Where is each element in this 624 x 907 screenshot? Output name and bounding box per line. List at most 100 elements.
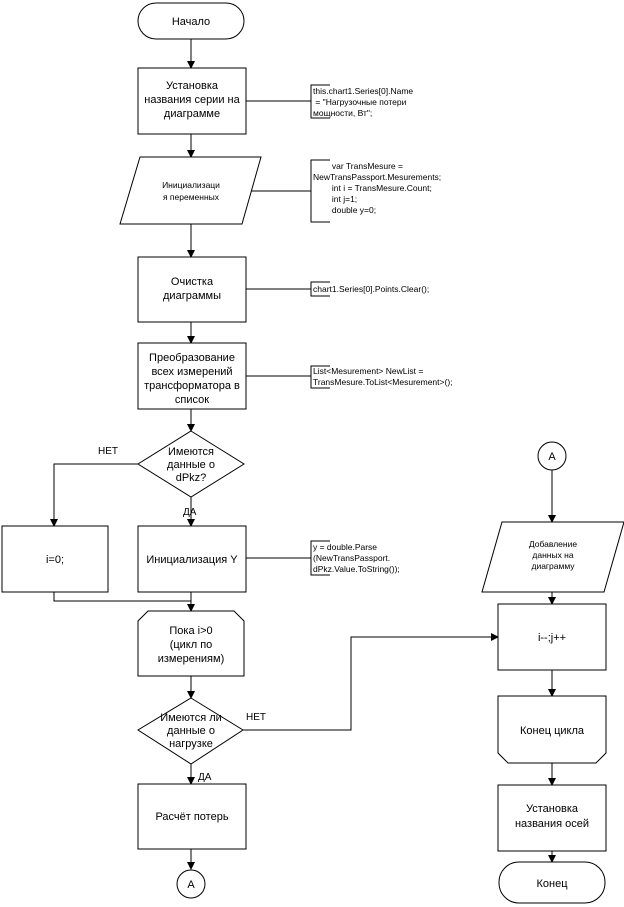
decrement-label: i--;j++ bbox=[538, 632, 566, 644]
set-series-name-label: Установка названия серии на диаграмме bbox=[144, 80, 240, 120]
note-vars: var TransMesure =NewTransPassport.Mesure… bbox=[313, 161, 441, 215]
label-no-load: НЕТ bbox=[246, 712, 266, 723]
init-vars-io bbox=[119, 156, 262, 225]
connector-a-top bbox=[537, 441, 567, 471]
note-bracket bbox=[310, 159, 330, 223]
set-axis-names-process bbox=[497, 784, 607, 852]
text-line: я переменных bbox=[163, 192, 220, 202]
note-list: List<Mesurement> NewList =TransMesure.To… bbox=[313, 366, 453, 387]
text-line: Имеются ли bbox=[160, 712, 222, 724]
text-line: TransMesure.ToList<Mesurement>(); bbox=[313, 377, 453, 387]
i-zero-process bbox=[1, 525, 109, 593]
convert-list-label: Преобразование всех измерений трансформато… bbox=[144, 352, 240, 406]
text-line: NewTransPassport.Mesurements; bbox=[313, 172, 441, 182]
text-line: i--;j++ bbox=[538, 632, 566, 644]
start-label: Начало bbox=[172, 16, 210, 28]
text-line: (NewTransPassport. bbox=[313, 553, 390, 563]
text-line: i=0; bbox=[46, 554, 64, 566]
text-line: dPkz.Value.ToString()); bbox=[313, 564, 400, 574]
note-bracket bbox=[310, 365, 330, 389]
text-line: (цикл по bbox=[170, 639, 213, 651]
text-line: Инициализаци bbox=[162, 180, 220, 190]
text-line: Установка bbox=[166, 80, 219, 92]
text-line: dPkz? bbox=[176, 472, 207, 484]
text-line: названия осей bbox=[515, 818, 589, 830]
text-line: диаграмме bbox=[164, 108, 220, 120]
decrement-process bbox=[497, 603, 607, 671]
text-line: Начало bbox=[172, 16, 210, 28]
text-line: Пока i>0 bbox=[169, 625, 212, 637]
connector-a-top-label: A bbox=[548, 451, 556, 463]
text-line: данные о bbox=[167, 459, 215, 471]
init-y-process bbox=[137, 525, 247, 593]
note-bracket bbox=[310, 281, 330, 297]
text-line: диаграмму bbox=[531, 561, 575, 571]
text-line: Имеются bbox=[168, 446, 214, 458]
text-line: double y=0; bbox=[313, 205, 376, 215]
flow-line-no-dpkz bbox=[50, 463, 138, 527]
has-dpkz-decision bbox=[137, 430, 245, 498]
text-line: Установка bbox=[526, 803, 579, 815]
text-line: Конец bbox=[536, 878, 568, 890]
text-line: трансформатора в bbox=[144, 380, 240, 392]
loop-end-label: Конец цикла bbox=[520, 725, 585, 737]
connector-a-bottom bbox=[176, 869, 206, 899]
text-line: список bbox=[175, 394, 209, 406]
label-yes-load: ДА bbox=[198, 772, 212, 783]
label-yes-dpkz: ДА bbox=[183, 507, 197, 518]
clear-chart-process bbox=[137, 256, 247, 323]
loop-end-shape bbox=[497, 695, 607, 764]
text-line: int i = TransMesure.Count; bbox=[313, 183, 432, 193]
add-data-io bbox=[481, 521, 624, 593]
init-vars-label: Инициализаци я переменных bbox=[162, 180, 220, 202]
text-line: данных на bbox=[532, 550, 573, 560]
label-no-dpkz: НЕТ bbox=[98, 446, 118, 457]
note-series-name: this.chart1.Series[0].Name = "Нагрузочны… bbox=[313, 86, 413, 118]
text-line: Преобразование bbox=[149, 352, 235, 364]
text-line: var TransMesure = bbox=[313, 161, 403, 171]
text-line: мощности, Вт"; bbox=[313, 108, 372, 118]
loop-start-shape bbox=[137, 610, 245, 677]
flow-line-no-load bbox=[243, 633, 499, 731]
calc-losses-label: Расчёт потерь bbox=[155, 811, 228, 823]
calc-losses-process bbox=[137, 783, 247, 850]
set-axis-names-label: Установка названия осей bbox=[515, 803, 589, 830]
connector-a-bottom-label: A bbox=[187, 879, 195, 891]
note-bracket bbox=[310, 84, 330, 119]
text-line: chart1.Series[0].Points.Clear(); bbox=[313, 284, 429, 294]
text-line: Расчёт потерь bbox=[155, 811, 228, 823]
text-line: A bbox=[187, 879, 195, 891]
text-line: всех измерений bbox=[151, 366, 232, 378]
set-series-name-process bbox=[137, 67, 247, 135]
text-line: измерениям) bbox=[158, 653, 225, 665]
text-line: List<Mesurement> NewList = bbox=[313, 366, 423, 376]
text-line: this.chart1.Series[0].Name bbox=[313, 86, 413, 96]
end-label: Конец bbox=[536, 878, 568, 890]
loop-start-label: Пока i>0 (цикл по измерениям) bbox=[158, 625, 225, 665]
note-y-parse: y = double.Parse(NewTransPassport.dPkz.V… bbox=[313, 542, 400, 574]
text-line: диаграммы bbox=[163, 290, 221, 302]
text-line: названия серии на bbox=[144, 94, 240, 106]
note-bracket bbox=[310, 540, 330, 576]
i-zero-label: i=0; bbox=[46, 554, 64, 566]
text-line: нагрузке bbox=[169, 738, 213, 750]
text-line: int j=1; bbox=[313, 194, 357, 204]
text-line: Конец цикла bbox=[520, 725, 585, 737]
has-load-decision bbox=[137, 697, 244, 765]
note-clear: chart1.Series[0].Points.Clear(); bbox=[313, 284, 429, 294]
text-line: A bbox=[548, 451, 556, 463]
text-line: = "Нагрузочные потери bbox=[313, 97, 407, 107]
init-y-label: Инициализация Y bbox=[146, 554, 238, 566]
text-line: Добавление bbox=[529, 539, 577, 549]
start-terminator bbox=[137, 2, 245, 40]
text-line: данные о bbox=[167, 725, 215, 737]
flow-line-merge bbox=[53, 592, 191, 602]
text-line: Инициализация Y bbox=[146, 554, 238, 566]
end-terminator bbox=[498, 861, 606, 904]
convert-list-process bbox=[137, 342, 247, 410]
text-line: y = double.Parse bbox=[313, 542, 377, 552]
